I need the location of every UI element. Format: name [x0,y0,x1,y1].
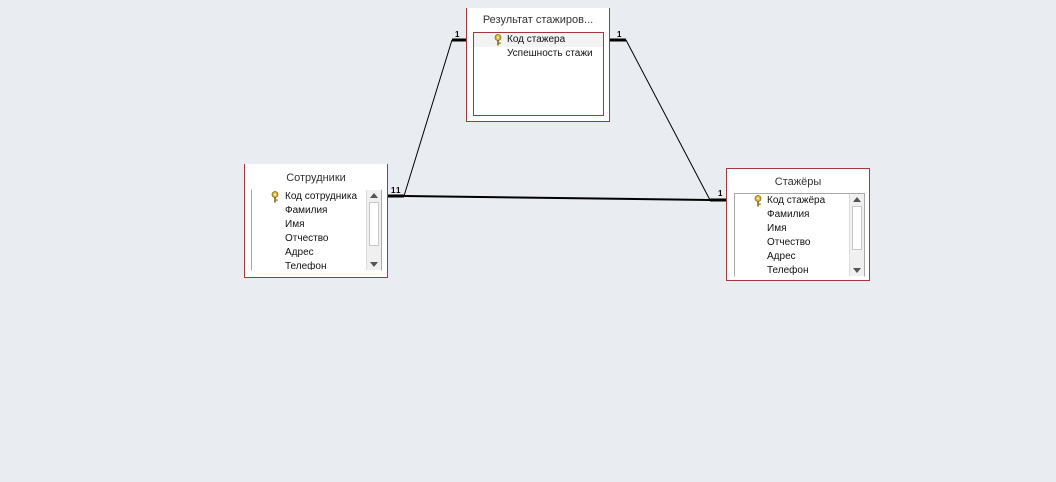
field-item[interactable]: Адрес [735,250,864,264]
rel-label-employees-right: 1 [396,186,401,195]
field-item[interactable]: Телефон [252,260,381,271]
rel-label-trainees-left: 1 [718,189,723,198]
field-name: Код стажера [507,34,566,45]
field-item[interactable]: Отчество [735,236,864,250]
rel-label-employees-top: 1 [391,186,396,195]
field-item[interactable]: Адрес [252,246,381,260]
key-icon [494,34,502,46]
rel-label-results-right: 1 [617,30,622,39]
rel-label-results-left: 1 [455,30,460,39]
relationship-line-results-employees[interactable] [403,39,453,197]
table-trainees[interactable]: Стажёры Код стажёра Фамилия Имя Отчество… [726,168,870,281]
relationship-line-employees-trainees[interactable] [403,195,711,201]
field-item-key[interactable]: Код сотрудника [252,190,381,204]
field-name: Фамилия [767,209,810,220]
table-employees[interactable]: Сотрудники Код сотрудника Фамилия Имя От… [244,164,388,278]
key-icon [271,191,279,203]
field-name: Отчество [767,237,811,248]
scroll-up-icon[interactable] [367,190,381,201]
relationship-line-results-trainees[interactable] [625,39,711,201]
field-name: Фамилия [285,205,328,216]
field-list-trainees[interactable]: Код стажёра Фамилия Имя Отчество Адрес Т… [734,193,865,277]
field-name: Отчество [285,233,329,244]
field-name: Адрес [767,251,796,262]
key-icon [754,195,762,207]
field-name: Имя [767,223,787,234]
scroll-down-icon[interactable] [850,265,864,276]
field-name: Телефон [285,261,327,271]
field-item[interactable]: Фамилия [252,204,381,218]
field-name: Адрес [285,247,314,258]
field-list-results[interactable]: Код стажера Успешность стажи [473,32,604,116]
scrollbar-vertical[interactable] [366,190,381,270]
field-name: Успешность стажи [507,48,593,59]
field-item[interactable]: Успешность стажи [474,47,603,61]
scroll-down-icon[interactable] [367,259,381,270]
table-results[interactable]: Результат стажиров... Код стажера Успешн… [466,8,610,122]
field-item[interactable]: Телефон [735,264,864,276]
table-title-employees[interactable]: Сотрудники [286,172,346,184]
field-item-key[interactable]: Код стажера [474,33,603,47]
field-item[interactable]: Имя [252,218,381,232]
field-list-employees[interactable]: Код сотрудника Фамилия Имя Отчество Адре… [251,189,382,271]
scroll-thumb[interactable] [369,202,379,246]
field-item[interactable]: Имя [735,222,864,236]
scroll-up-icon[interactable] [850,194,864,205]
scrollbar-vertical[interactable] [849,194,864,276]
field-name: Имя [285,219,305,230]
field-name: Код стажёра [767,195,826,206]
table-title-results[interactable]: Результат стажиров... [482,14,594,26]
table-title-trainees[interactable]: Стажёры [774,176,822,188]
field-item[interactable]: Отчество [252,232,381,246]
field-item-key[interactable]: Код стажёра [735,194,864,208]
scroll-thumb[interactable] [852,206,862,250]
field-name: Телефон [767,265,809,276]
field-name: Код сотрудника [285,191,358,202]
field-item[interactable]: Фамилия [735,208,864,222]
